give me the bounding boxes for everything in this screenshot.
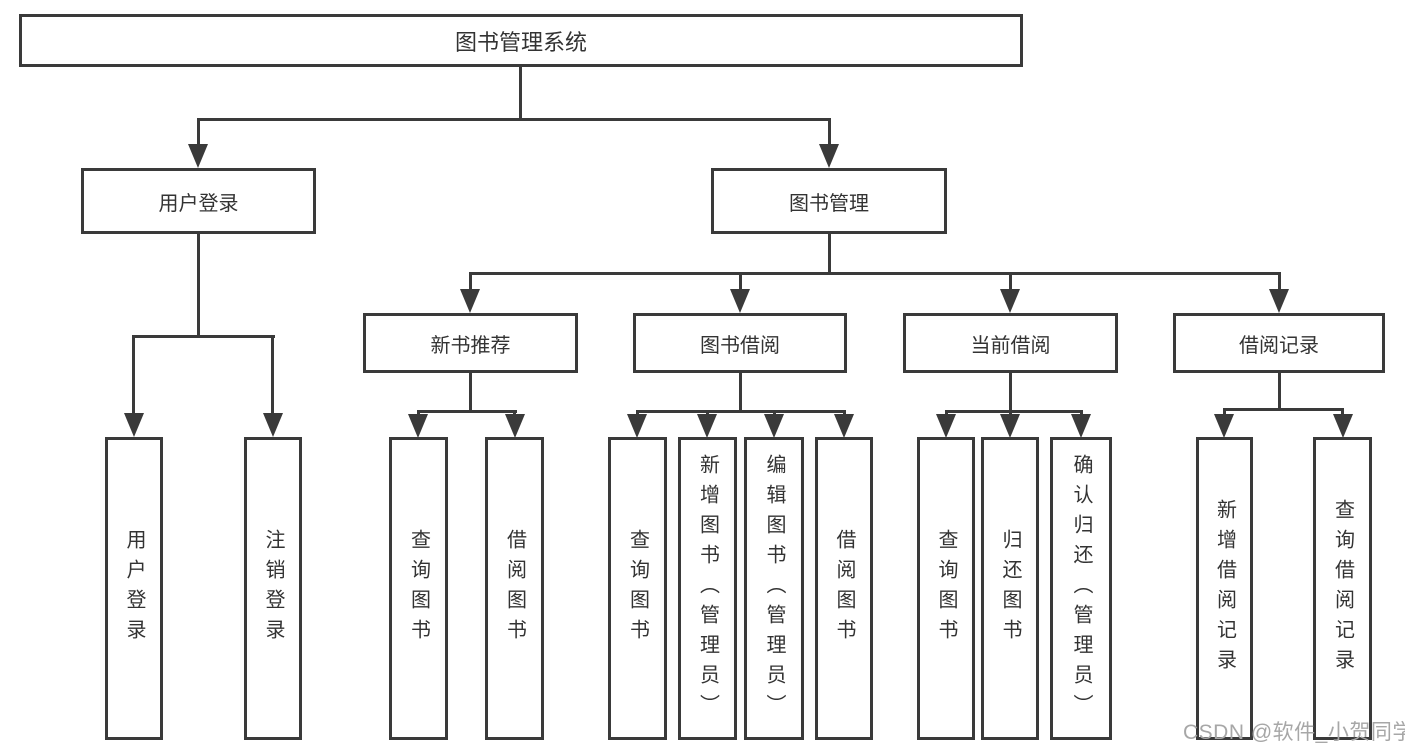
connector-stem	[1009, 272, 1012, 291]
connector-stem	[197, 118, 200, 146]
node-leaf-cb-query-books: 查询图书	[917, 437, 975, 740]
node-label: 新增借阅记录	[1213, 498, 1236, 679]
node-borrowing-records: 借阅记录	[1173, 313, 1385, 373]
node-new-book-recommendation: 新书推荐	[363, 313, 578, 373]
connector-stem	[1223, 408, 1226, 418]
connector-userlogin-split	[132, 335, 275, 338]
node-leaf-br-query-record: 查询借阅记录	[1313, 437, 1372, 740]
connector-stem	[1341, 408, 1344, 418]
connector-stub	[1009, 373, 1012, 413]
connector-bookmgmt-stub	[828, 234, 831, 274]
node-label: 借阅图书	[503, 528, 526, 649]
node-label: 用户登录	[123, 528, 145, 649]
node-leaf-bb-borrow-books: 借阅图书	[815, 437, 873, 740]
connector-userlogin-stub	[197, 234, 200, 338]
arrow-down-icon	[1269, 289, 1289, 313]
arrow-down-icon	[124, 413, 144, 437]
connector-stem	[739, 272, 742, 291]
node-label: 注销登录	[262, 528, 284, 649]
node-label: 借阅记录	[1239, 334, 1319, 357]
connector-stub	[469, 373, 472, 413]
arrow-down-icon	[1000, 414, 1020, 438]
node-book-borrowing: 图书借阅	[633, 313, 847, 373]
arrow-down-icon	[188, 144, 208, 168]
node-label: 新增图书（管理员）	[696, 453, 719, 724]
node-label: 查询图书	[626, 528, 649, 649]
arrow-down-icon	[819, 144, 839, 168]
node-leaf-cb-return-books: 归还图书	[981, 437, 1039, 740]
node-label: 归还图书	[999, 528, 1021, 649]
arrow-down-icon	[730, 289, 750, 313]
node-label: 图书管理	[789, 192, 869, 215]
node-label: 编辑图书（管理员）	[763, 453, 785, 724]
node-label: 借阅图书	[833, 528, 855, 649]
node-label: 确认归还（管理员）	[1070, 453, 1092, 724]
node-leaf-nb-query-books: 查询图书	[389, 437, 448, 740]
connector-stem	[1278, 272, 1281, 291]
arrow-down-icon	[460, 289, 480, 313]
arrow-down-icon	[1214, 414, 1234, 438]
arrow-down-icon	[1000, 289, 1020, 313]
node-label: 新书推荐	[430, 334, 511, 357]
connector-stem	[828, 118, 831, 146]
node-leaf-bb-add-books-admin: 新增图书（管理员）	[678, 437, 737, 740]
connector-split	[636, 410, 846, 413]
node-user-login: 用户登录	[81, 168, 316, 234]
connector-stem	[469, 272, 472, 291]
node-label: 查询图书	[935, 528, 957, 649]
connector-level3-split	[469, 272, 1281, 275]
node-label: 图书借阅	[700, 334, 780, 357]
node-label: 查询图书	[407, 528, 430, 649]
node-label: 图书管理系统	[454, 29, 587, 55]
connector-level2-split	[197, 118, 831, 121]
node-label: 用户登录	[158, 192, 239, 215]
arrow-down-icon	[697, 414, 717, 438]
node-leaf-br-add-record: 新增借阅记录	[1196, 437, 1253, 740]
connector-split	[417, 410, 517, 413]
arrow-down-icon	[834, 414, 854, 438]
node-leaf-bb-edit-books-admin: 编辑图书（管理员）	[744, 437, 804, 740]
connector-stub	[1278, 373, 1281, 411]
arrow-down-icon	[263, 413, 283, 437]
arrow-down-icon	[1333, 414, 1353, 438]
connector-root-stub	[519, 67, 522, 118]
node-book-management: 图书管理	[711, 168, 947, 234]
node-label: 当前借阅	[970, 334, 1051, 357]
csdn-watermark: CSDN @软件_小贺同学	[1183, 721, 1405, 744]
connector-split	[1223, 408, 1344, 411]
node-current-borrowing: 当前借阅	[903, 313, 1118, 373]
arrow-down-icon	[764, 414, 784, 438]
arrow-down-icon	[936, 414, 956, 438]
arrow-down-icon	[408, 414, 428, 438]
node-leaf-nb-borrow-books: 借阅图书	[485, 437, 544, 740]
connector-stem	[271, 335, 274, 415]
connector-split	[945, 410, 1083, 413]
node-leaf-cb-confirm-return-admin: 确认归还（管理员）	[1050, 437, 1112, 740]
arrow-down-icon	[627, 414, 647, 438]
connector-stub	[739, 373, 742, 413]
arrow-down-icon	[1071, 414, 1091, 438]
arrow-down-icon	[505, 414, 525, 438]
node-root-library-system: 图书管理系统	[19, 14, 1023, 67]
node-leaf-bb-query-books: 查询图书	[608, 437, 667, 740]
node-leaf-user-login: 用户登录	[105, 437, 163, 740]
connector-stem	[132, 335, 135, 415]
node-leaf-logout: 注销登录	[244, 437, 302, 740]
node-label: 查询借阅记录	[1331, 498, 1354, 679]
